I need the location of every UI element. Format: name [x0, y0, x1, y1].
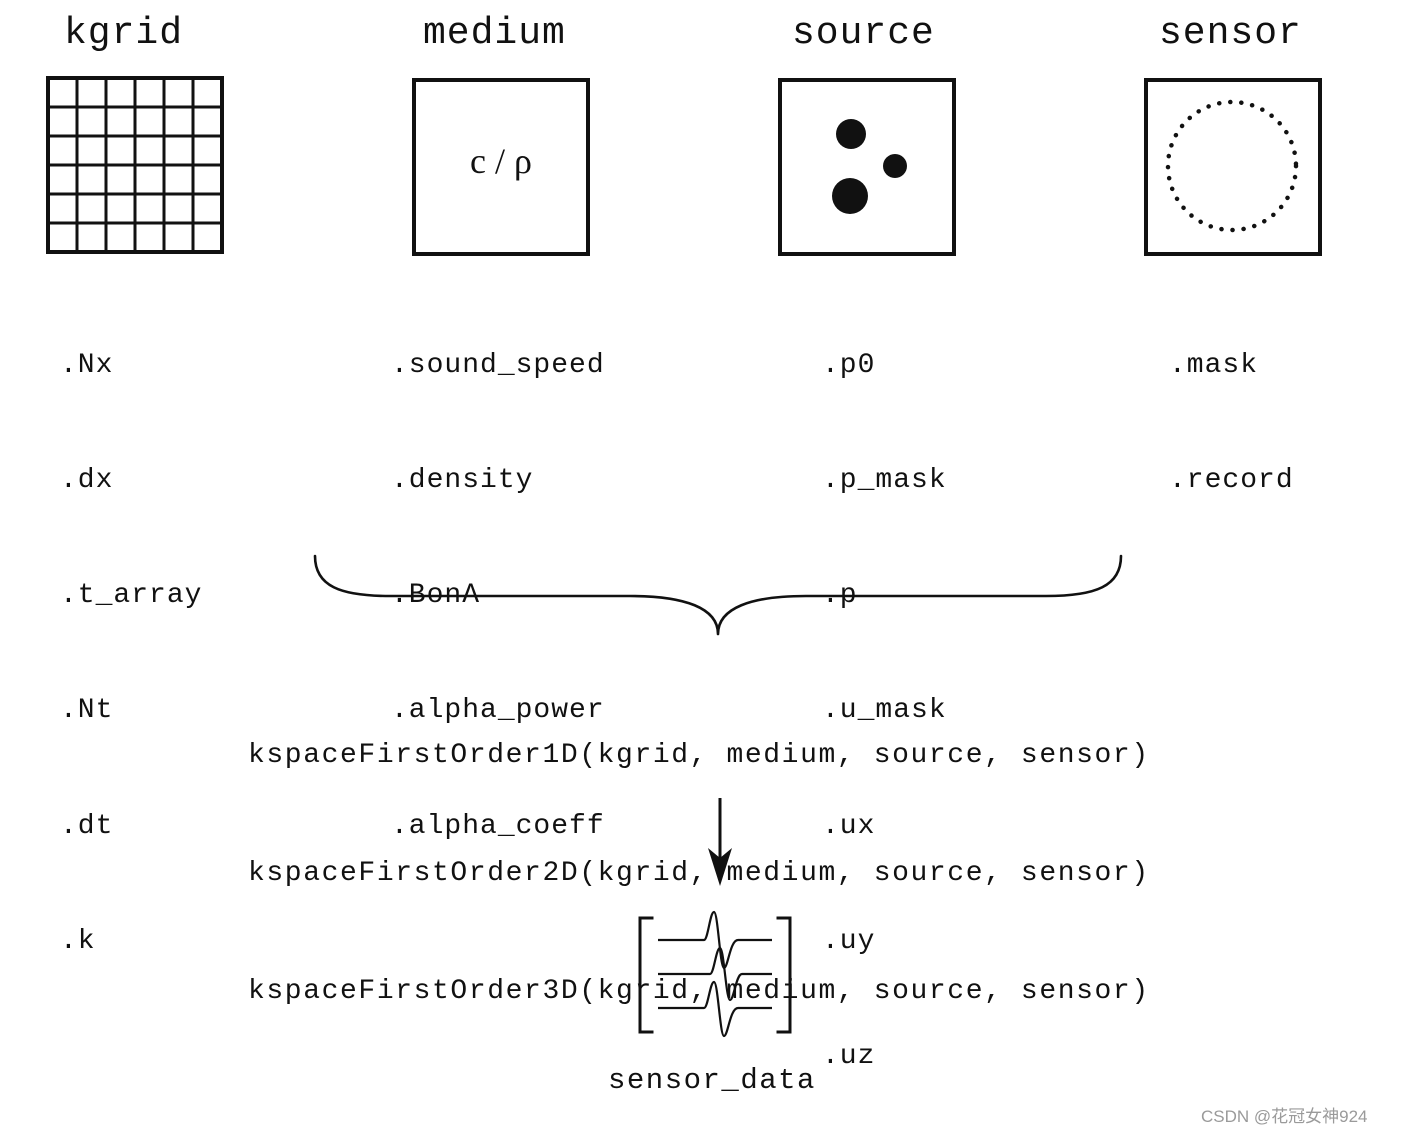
function-call: kspaceFirstOrder1D(kgrid, medium, source…	[248, 740, 1150, 772]
sensor-property: .mask	[1169, 349, 1259, 381]
grid-icon	[46, 76, 224, 254]
medium-properties: .sound_speed .density .BonA .alpha_power…	[391, 270, 605, 885]
source-properties: .p0 .p_mask .p .u_mask .ux .uy .uz	[822, 270, 947, 1115]
source-property: .uz	[822, 1041, 876, 1073]
medium-symbol: c / ρ	[470, 141, 532, 181]
sensor-title: sensor	[1159, 12, 1302, 55]
function-call: kspaceFirstOrder2D(kgrid, medium, source…	[248, 858, 1150, 890]
kgrid-property: .dx	[60, 465, 114, 497]
source-property: .uy	[822, 925, 876, 957]
source-property: .p_mask	[822, 465, 947, 497]
source-dots-icon	[778, 78, 956, 256]
source-property: .p0	[822, 349, 876, 381]
kgrid-property: .Nt	[60, 695, 114, 727]
medium-box-icon: c / ρ	[412, 78, 590, 256]
sensor-properties: .mask .record	[1169, 270, 1294, 539]
kgrid-property: .Nx	[60, 349, 114, 381]
kgrid-property: .t_array	[60, 580, 203, 612]
output-label: sensor_data	[608, 1064, 816, 1097]
medium-property: .density	[391, 465, 534, 497]
medium-property: .sound_speed	[391, 349, 605, 381]
source-title: source	[792, 12, 935, 55]
signal-traces-icon	[634, 910, 796, 1040]
kgrid-property: .k	[60, 925, 96, 957]
kgrid-title: kgrid	[64, 12, 184, 55]
input-brace	[300, 548, 1136, 640]
medium-property: .alpha_power	[391, 695, 605, 727]
sensor-property: .record	[1169, 465, 1294, 497]
medium-property: .alpha_coeff	[391, 810, 605, 842]
down-arrow-icon	[700, 796, 740, 890]
dotted-circle-icon	[1144, 78, 1322, 256]
kgrid-property: .dt	[60, 810, 114, 842]
medium-title: medium	[423, 12, 566, 55]
source-property: .ux	[822, 810, 876, 842]
kgrid-properties: .Nx .dx .t_array .Nt .dt .k	[60, 270, 202, 1000]
watermark: CSDN @花冠女神924	[1201, 1107, 1368, 1126]
source-property: .u_mask	[822, 695, 947, 727]
